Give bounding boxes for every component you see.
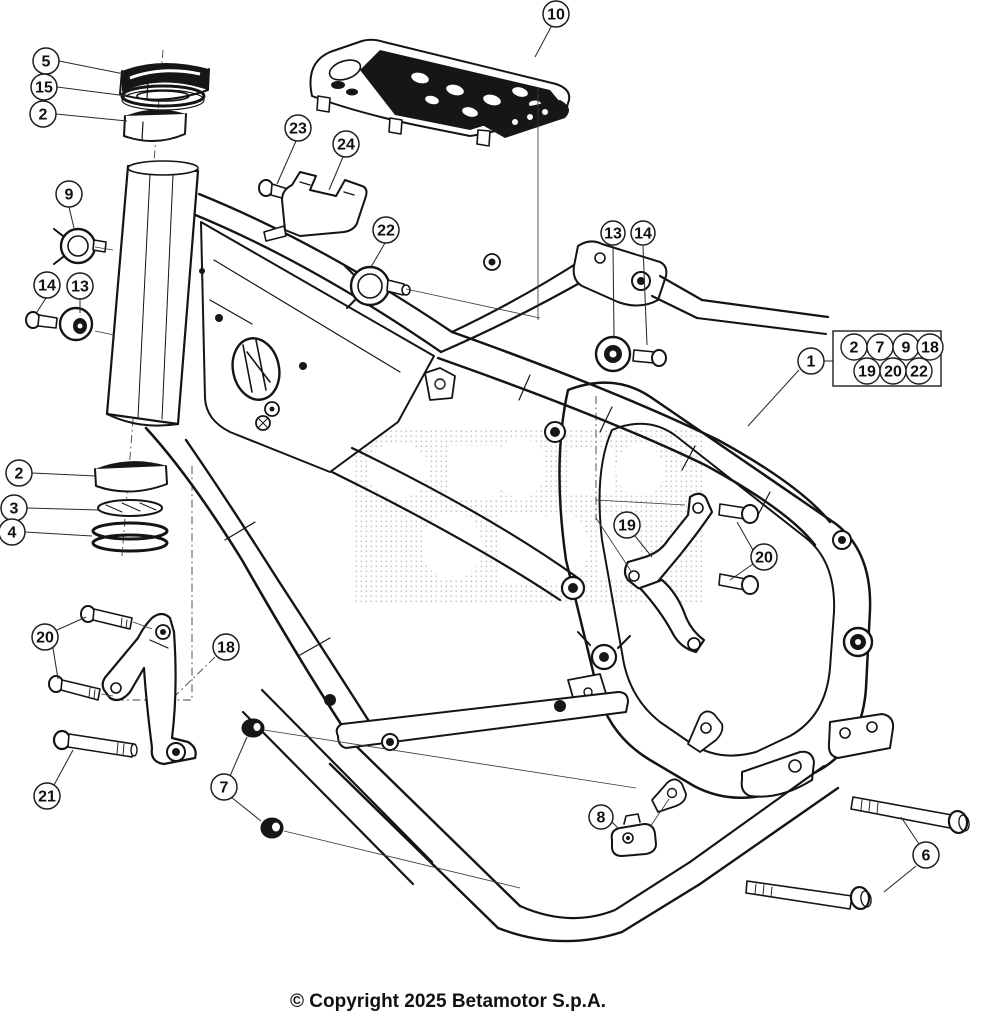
callout-13-left: 13 <box>66 272 94 300</box>
callout-5: 5 <box>32 47 60 75</box>
callout-3: 3 <box>0 494 28 522</box>
svg-text:19: 19 <box>618 518 636 535</box>
svg-text:7: 7 <box>876 340 885 357</box>
clamp-9 <box>53 227 107 265</box>
svg-text:6: 6 <box>922 848 931 865</box>
callout-22: 22 <box>372 216 400 244</box>
svg-text:23: 23 <box>289 121 307 138</box>
callout-4: 4 <box>0 518 26 546</box>
svg-text:2: 2 <box>39 107 48 124</box>
callout-18: 18 <box>212 633 240 661</box>
svg-text:22: 22 <box>910 364 928 381</box>
callout-20-right: 20 <box>750 543 778 571</box>
bushing-13-left <box>58 306 94 342</box>
watermark <box>352 430 702 605</box>
callout-14-right: 14 <box>630 220 656 246</box>
clamp-22 <box>344 265 411 309</box>
bolts-20-right <box>718 503 759 595</box>
projection-lines <box>94 88 686 889</box>
callout-2-top: 2 <box>29 100 57 128</box>
svg-text:14: 14 <box>38 278 56 295</box>
callout-14-left: 14 <box>33 271 61 299</box>
svg-text:5: 5 <box>42 54 51 71</box>
bearing-stack <box>91 461 169 553</box>
svg-text:21: 21 <box>38 789 56 806</box>
svg-text:14: 14 <box>634 226 652 243</box>
refbox-item-22: 22 <box>905 357 933 385</box>
svg-text:4: 4 <box>8 525 17 542</box>
callout-19: 19 <box>613 511 641 539</box>
bracket-19-group <box>623 492 759 654</box>
svg-text:2: 2 <box>850 340 859 357</box>
bracket-18-group <box>48 605 284 839</box>
nut-plate-8 <box>610 778 687 857</box>
callout-9: 9 <box>55 180 83 208</box>
svg-text:22: 22 <box>377 223 395 240</box>
svg-text:20: 20 <box>755 550 773 567</box>
skid-plate-10 <box>309 38 571 147</box>
svg-text:19: 19 <box>858 364 876 381</box>
bushing-13-right <box>594 335 632 373</box>
callout-24: 24 <box>332 130 360 158</box>
svg-text:13: 13 <box>71 279 89 296</box>
callout-8: 8 <box>588 804 614 830</box>
refbox-item-9: 9 <box>892 333 920 361</box>
nuts-7 <box>241 718 284 839</box>
svg-text:2: 2 <box>15 466 24 483</box>
svg-text:13: 13 <box>604 226 622 243</box>
refbox-item-19: 19 <box>853 357 881 385</box>
bolt-21 <box>52 729 138 758</box>
callouts: 5 15 2 9 14 13 10 23 24 22 13 14 1 2 3 4… <box>0 0 944 869</box>
callout-2-mid: 2 <box>5 459 33 487</box>
svg-text:18: 18 <box>921 340 939 357</box>
svg-text:7: 7 <box>220 780 229 797</box>
svg-text:24: 24 <box>337 137 355 154</box>
callout-20-left: 20 <box>31 623 59 651</box>
svg-text:20: 20 <box>36 630 54 647</box>
callout-10: 10 <box>542 0 570 28</box>
bolt-14-right <box>632 349 667 367</box>
svg-text:8: 8 <box>597 810 606 827</box>
ref-box: 2 7 9 18 19 20 22 <box>832 330 944 387</box>
callout-1: 1 <box>797 347 825 375</box>
steering-stem-parts <box>25 62 210 553</box>
bolt-14-left <box>25 311 58 329</box>
bolts-6 <box>745 796 970 911</box>
svg-text:9: 9 <box>902 340 911 357</box>
svg-text:18: 18 <box>217 640 235 657</box>
svg-text:9: 9 <box>65 187 74 204</box>
callout-13-right: 13 <box>600 220 626 246</box>
refbox-item-7: 7 <box>866 333 894 361</box>
svg-text:20: 20 <box>884 364 902 381</box>
callout-6: 6 <box>912 841 940 869</box>
frame-body <box>144 192 895 943</box>
svg-text:3: 3 <box>10 501 19 518</box>
svg-text:15: 15 <box>35 80 53 97</box>
refbox-item-18: 18 <box>916 333 944 361</box>
callout-15: 15 <box>30 73 58 101</box>
svg-text:1: 1 <box>807 354 816 371</box>
leader-lines <box>24 26 920 893</box>
callout-23: 23 <box>284 114 312 142</box>
callout-21: 21 <box>33 782 61 810</box>
copyright-notice: © Copyright 2025 Betamotor S.p.A. <box>290 991 606 1012</box>
callout-7: 7 <box>210 773 238 801</box>
refbox-item-20: 20 <box>879 357 907 385</box>
svg-text:10: 10 <box>547 7 565 24</box>
refbox-item-2: 2 <box>840 333 868 361</box>
bracket-23-24 <box>258 171 368 242</box>
